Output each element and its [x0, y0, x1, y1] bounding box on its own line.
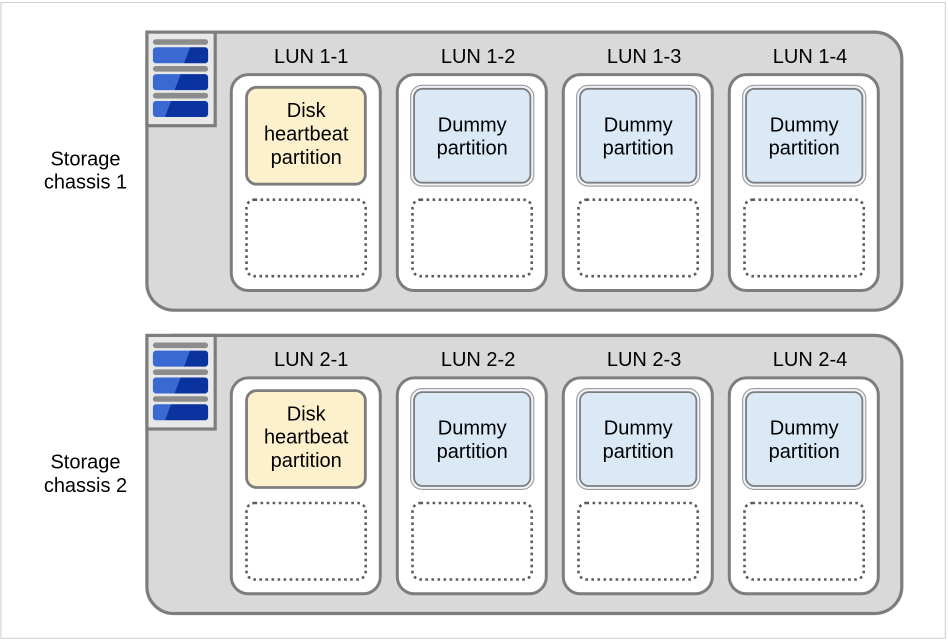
svg-text:Dummy: Dummy [604, 418, 673, 440]
svg-text:partition: partition [271, 147, 342, 169]
svg-text:LUN 2-2: LUN 2-2 [441, 349, 515, 371]
svg-text:Disk: Disk [287, 100, 327, 122]
svg-text:LUN 1-2: LUN 1-2 [441, 46, 515, 68]
svg-text:LUN 1-4: LUN 1-4 [773, 46, 847, 68]
svg-text:Disk: Disk [287, 403, 327, 425]
svg-text:Dummy: Dummy [604, 114, 673, 136]
svg-text:partition: partition [437, 138, 508, 160]
svg-text:heartbeat: heartbeat [264, 123, 349, 145]
svg-text:partition: partition [769, 441, 840, 463]
svg-text:Dummy: Dummy [770, 418, 839, 440]
svg-text:partition: partition [437, 441, 508, 463]
svg-text:Dummy: Dummy [438, 114, 507, 136]
svg-text:LUN 2-4: LUN 2-4 [773, 349, 847, 371]
svg-text:Storage: Storage [50, 452, 120, 474]
svg-text:partition: partition [271, 450, 342, 472]
svg-text:chassis 1: chassis 1 [44, 172, 127, 194]
svg-text:chassis 2: chassis 2 [44, 475, 127, 497]
svg-text:Storage: Storage [50, 148, 120, 170]
svg-text:LUN 2-1: LUN 2-1 [274, 349, 348, 371]
svg-text:Dummy: Dummy [438, 418, 507, 440]
svg-text:LUN 1-3: LUN 1-3 [607, 46, 681, 68]
svg-text:partition: partition [603, 441, 674, 463]
svg-text:LUN 1-1: LUN 1-1 [274, 46, 348, 68]
svg-text:heartbeat: heartbeat [264, 427, 349, 449]
svg-text:partition: partition [769, 138, 840, 160]
svg-text:LUN 2-3: LUN 2-3 [607, 349, 681, 371]
svg-text:partition: partition [603, 138, 674, 160]
svg-text:Dummy: Dummy [770, 114, 839, 136]
